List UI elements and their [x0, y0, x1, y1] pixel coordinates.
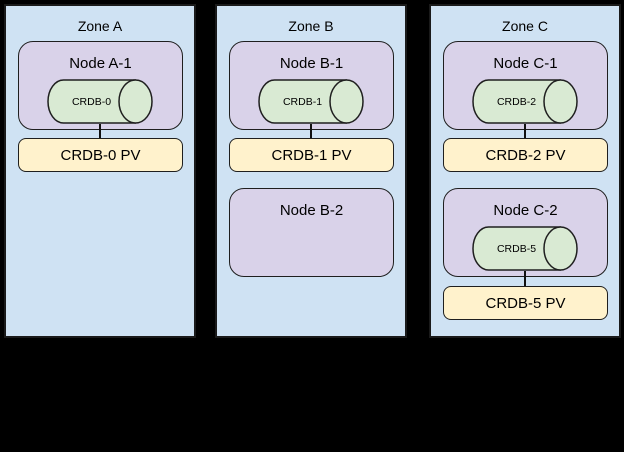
node-b-2: Node B-2: [229, 188, 394, 277]
zone-b-title: Zone B: [288, 18, 334, 34]
connector-line: [310, 124, 312, 138]
crdb-2-pv: CRDB-2 PV: [443, 138, 608, 172]
node-c-2-title: Node C-2: [493, 202, 558, 219]
cylinder-icon: [472, 226, 578, 271]
cylinder-icon: [47, 79, 153, 124]
node-a-1: Node A-1 CRDB-0: [18, 41, 183, 130]
node-c-2: Node C-2 CRDB-5: [443, 188, 608, 277]
crdb-5-label: CRDB-5: [496, 242, 537, 255]
crdb-5-pod: CRDB-5: [472, 226, 578, 271]
zone-b: Zone B Node B-1 CRDB-1 CRDB-1 PV Node B-…: [215, 4, 407, 338]
zone-a: Zone A Node A-1 CRDB-0 CRDB-0 PV: [4, 4, 196, 338]
node-b-2-title: Node B-2: [279, 202, 344, 219]
crdb-0-pv: CRDB-0 PV: [18, 138, 183, 172]
cylinder-cap: [118, 79, 153, 124]
node-c-1-title: Node C-1: [493, 55, 558, 72]
cylinder-cap: [543, 226, 578, 271]
cylinder-body: [47, 79, 136, 124]
cylinder-cap: [329, 79, 364, 124]
connector-line: [524, 271, 526, 286]
cylinder-body: [472, 226, 561, 271]
cylinder-body: [472, 79, 561, 124]
connector-line: [524, 124, 526, 138]
crdb-5-pv: CRDB-5 PV: [443, 286, 608, 320]
crdb-0-label: CRDB-0: [71, 95, 112, 108]
node-b-1: Node B-1 CRDB-1: [229, 41, 394, 130]
crdb-2-pod: CRDB-2: [472, 79, 578, 124]
cylinder-icon: [472, 79, 578, 124]
cylinder-icon: [258, 79, 364, 124]
crdb-1-pv: CRDB-1 PV: [229, 138, 394, 172]
crdb-0-pod: CRDB-0: [47, 79, 153, 124]
crdb-2-label: CRDB-2: [496, 95, 537, 108]
connector-line: [99, 124, 101, 138]
cylinder-cap: [543, 79, 578, 124]
cylinder-body: [258, 79, 347, 124]
crdb-1-label: CRDB-1: [282, 95, 323, 108]
node-c-1: Node C-1 CRDB-2: [443, 41, 608, 130]
node-a-1-title: Node A-1: [69, 55, 132, 72]
zone-c: Zone C Node C-1 CRDB-2 CRDB-2 PV Node C-…: [429, 4, 621, 338]
crdb-1-pod: CRDB-1: [258, 79, 364, 124]
zone-c-title: Zone C: [502, 18, 548, 34]
zone-a-title: Zone A: [77, 18, 123, 34]
node-b-1-title: Node B-1: [279, 55, 344, 72]
